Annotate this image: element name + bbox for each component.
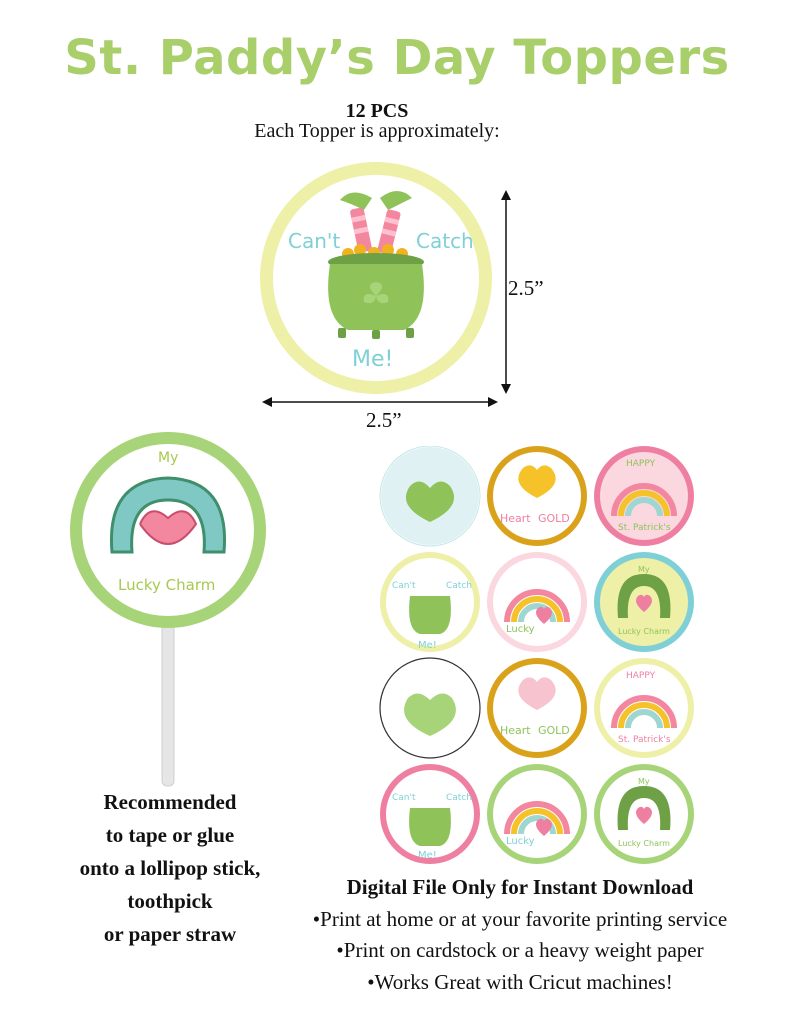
topper-heart-of-gold: Heart GOLD xyxy=(487,446,587,546)
lucky-text-2: Lucky xyxy=(506,836,535,847)
piece-count: 12 PCS xyxy=(345,100,409,122)
happy-text-2: HAPPY xyxy=(626,671,656,681)
heart-gold-text: Heart xyxy=(500,512,531,525)
happy-text: HAPPY xyxy=(626,459,656,469)
height-dimension: 2.5” xyxy=(508,276,544,300)
rainbow-icon xyxy=(504,589,570,623)
recommendation-line-5: or paper straw xyxy=(103,922,237,946)
topper-lucky-charm-yellow: My Lucky Charm xyxy=(594,552,694,652)
width-dimension: 2.5” xyxy=(366,408,402,432)
rainbow-icon xyxy=(611,483,677,517)
cant-text-2: Can't xyxy=(392,793,416,803)
size-note: Each Topper is approximately: xyxy=(254,120,500,142)
heart-gold-text-2: GOLD xyxy=(538,512,570,525)
info-bullet-2: •Print on cardstock or a heavy weight pa… xyxy=(336,938,704,962)
download-info: Digital File Only for Instant Download •… xyxy=(290,872,750,998)
main-topper-right-text: Catch xyxy=(416,229,474,253)
clover-icon xyxy=(518,677,556,710)
topper-shamrock-white xyxy=(379,657,481,759)
main-topper-bottom-text: Me! xyxy=(352,347,393,372)
catch-text: Catch xyxy=(446,581,472,591)
horseshoe-icon xyxy=(109,476,227,554)
cauldron-icon xyxy=(328,253,424,339)
heart-gold-text-4: GOLD xyxy=(538,724,570,737)
cauldron-icon xyxy=(409,808,451,846)
topper-grid: Heart GOLD HAPPY St. Patrick's Can't Cat… xyxy=(379,446,694,864)
lollipop-topper: My Lucky Charm xyxy=(70,432,266,787)
recommendation-text: Recommended to tape or glue onto a lolli… xyxy=(40,786,300,951)
recommendation-line-3: onto a lollipop stick, xyxy=(79,856,261,880)
topper-happy-rainbow: HAPPY St. Patrick's xyxy=(594,446,694,546)
catch-text-2: Catch xyxy=(446,793,472,803)
lollipop-bottom-text: Lucky Charm xyxy=(118,576,215,594)
dimension-arrows xyxy=(262,190,511,407)
heart-icon xyxy=(536,818,552,836)
topper-lucky-rainbow-green: Lucky xyxy=(487,764,587,864)
info-bullet-3: •Works Great with Cricut machines! xyxy=(367,969,673,994)
topper-lucky-charm-white: My Lucky Charm xyxy=(594,764,694,864)
heart-icon xyxy=(536,606,552,624)
horseshoe-icon xyxy=(617,574,671,618)
rainbow-icon xyxy=(504,801,570,835)
recommendation-line-1: Recommended xyxy=(103,790,237,814)
lollipop-stick xyxy=(161,617,175,787)
lucky-text: Lucky xyxy=(506,624,535,635)
clover-icon xyxy=(363,282,389,304)
main-topper: Can't Catch Me! xyxy=(260,162,492,394)
my-text: My xyxy=(638,565,650,574)
topper-cant-catch-me: Can't Catch Me! xyxy=(380,552,480,652)
recommendation-line-4: toothpick xyxy=(127,889,213,913)
cauldron-icon xyxy=(409,596,451,634)
lollipop-top-text: My xyxy=(158,450,178,466)
shamrock-icon xyxy=(404,693,456,736)
st-patricks-text: St. Patrick's xyxy=(618,523,671,533)
rainbow-icon xyxy=(611,695,677,729)
my-text-2: My xyxy=(638,777,650,786)
topper-shamrock-blue xyxy=(379,446,481,547)
topper-happy-rainbow-cream: HAPPY St. Patrick's xyxy=(594,658,694,758)
cant-text: Can't xyxy=(392,581,416,591)
horseshoe-icon xyxy=(617,786,671,830)
leprechaun-legs-icon xyxy=(340,191,412,255)
download-heading: Digital File Only for Instant Download xyxy=(346,875,694,899)
lucky-charm-text: Lucky Charm xyxy=(618,627,670,636)
lucky-charm-text-2: Lucky Charm xyxy=(618,839,670,848)
recommendation-line-2: to tape or glue xyxy=(105,823,235,847)
clover-icon xyxy=(518,465,556,498)
topper-lucky-rainbow-pink: Lucky xyxy=(487,552,587,652)
topper-heart-of-gold-pink: Heart GOLD xyxy=(487,658,587,758)
topper-cant-catch-me-pink: Can't Catch Me! xyxy=(380,764,480,864)
me-text-2: Me! xyxy=(418,850,437,861)
shamrock-icon xyxy=(405,481,455,522)
heart-gold-text-3: Heart xyxy=(500,724,531,737)
info-bullet-1: •Print at home or at your favorite print… xyxy=(312,906,728,931)
me-text: Me! xyxy=(418,640,437,651)
st-patricks-text-2: St. Patrick's xyxy=(618,735,671,745)
page-title: St. Paddy’s Day Toppers xyxy=(64,30,730,86)
main-topper-left-text: Can't xyxy=(288,229,340,253)
